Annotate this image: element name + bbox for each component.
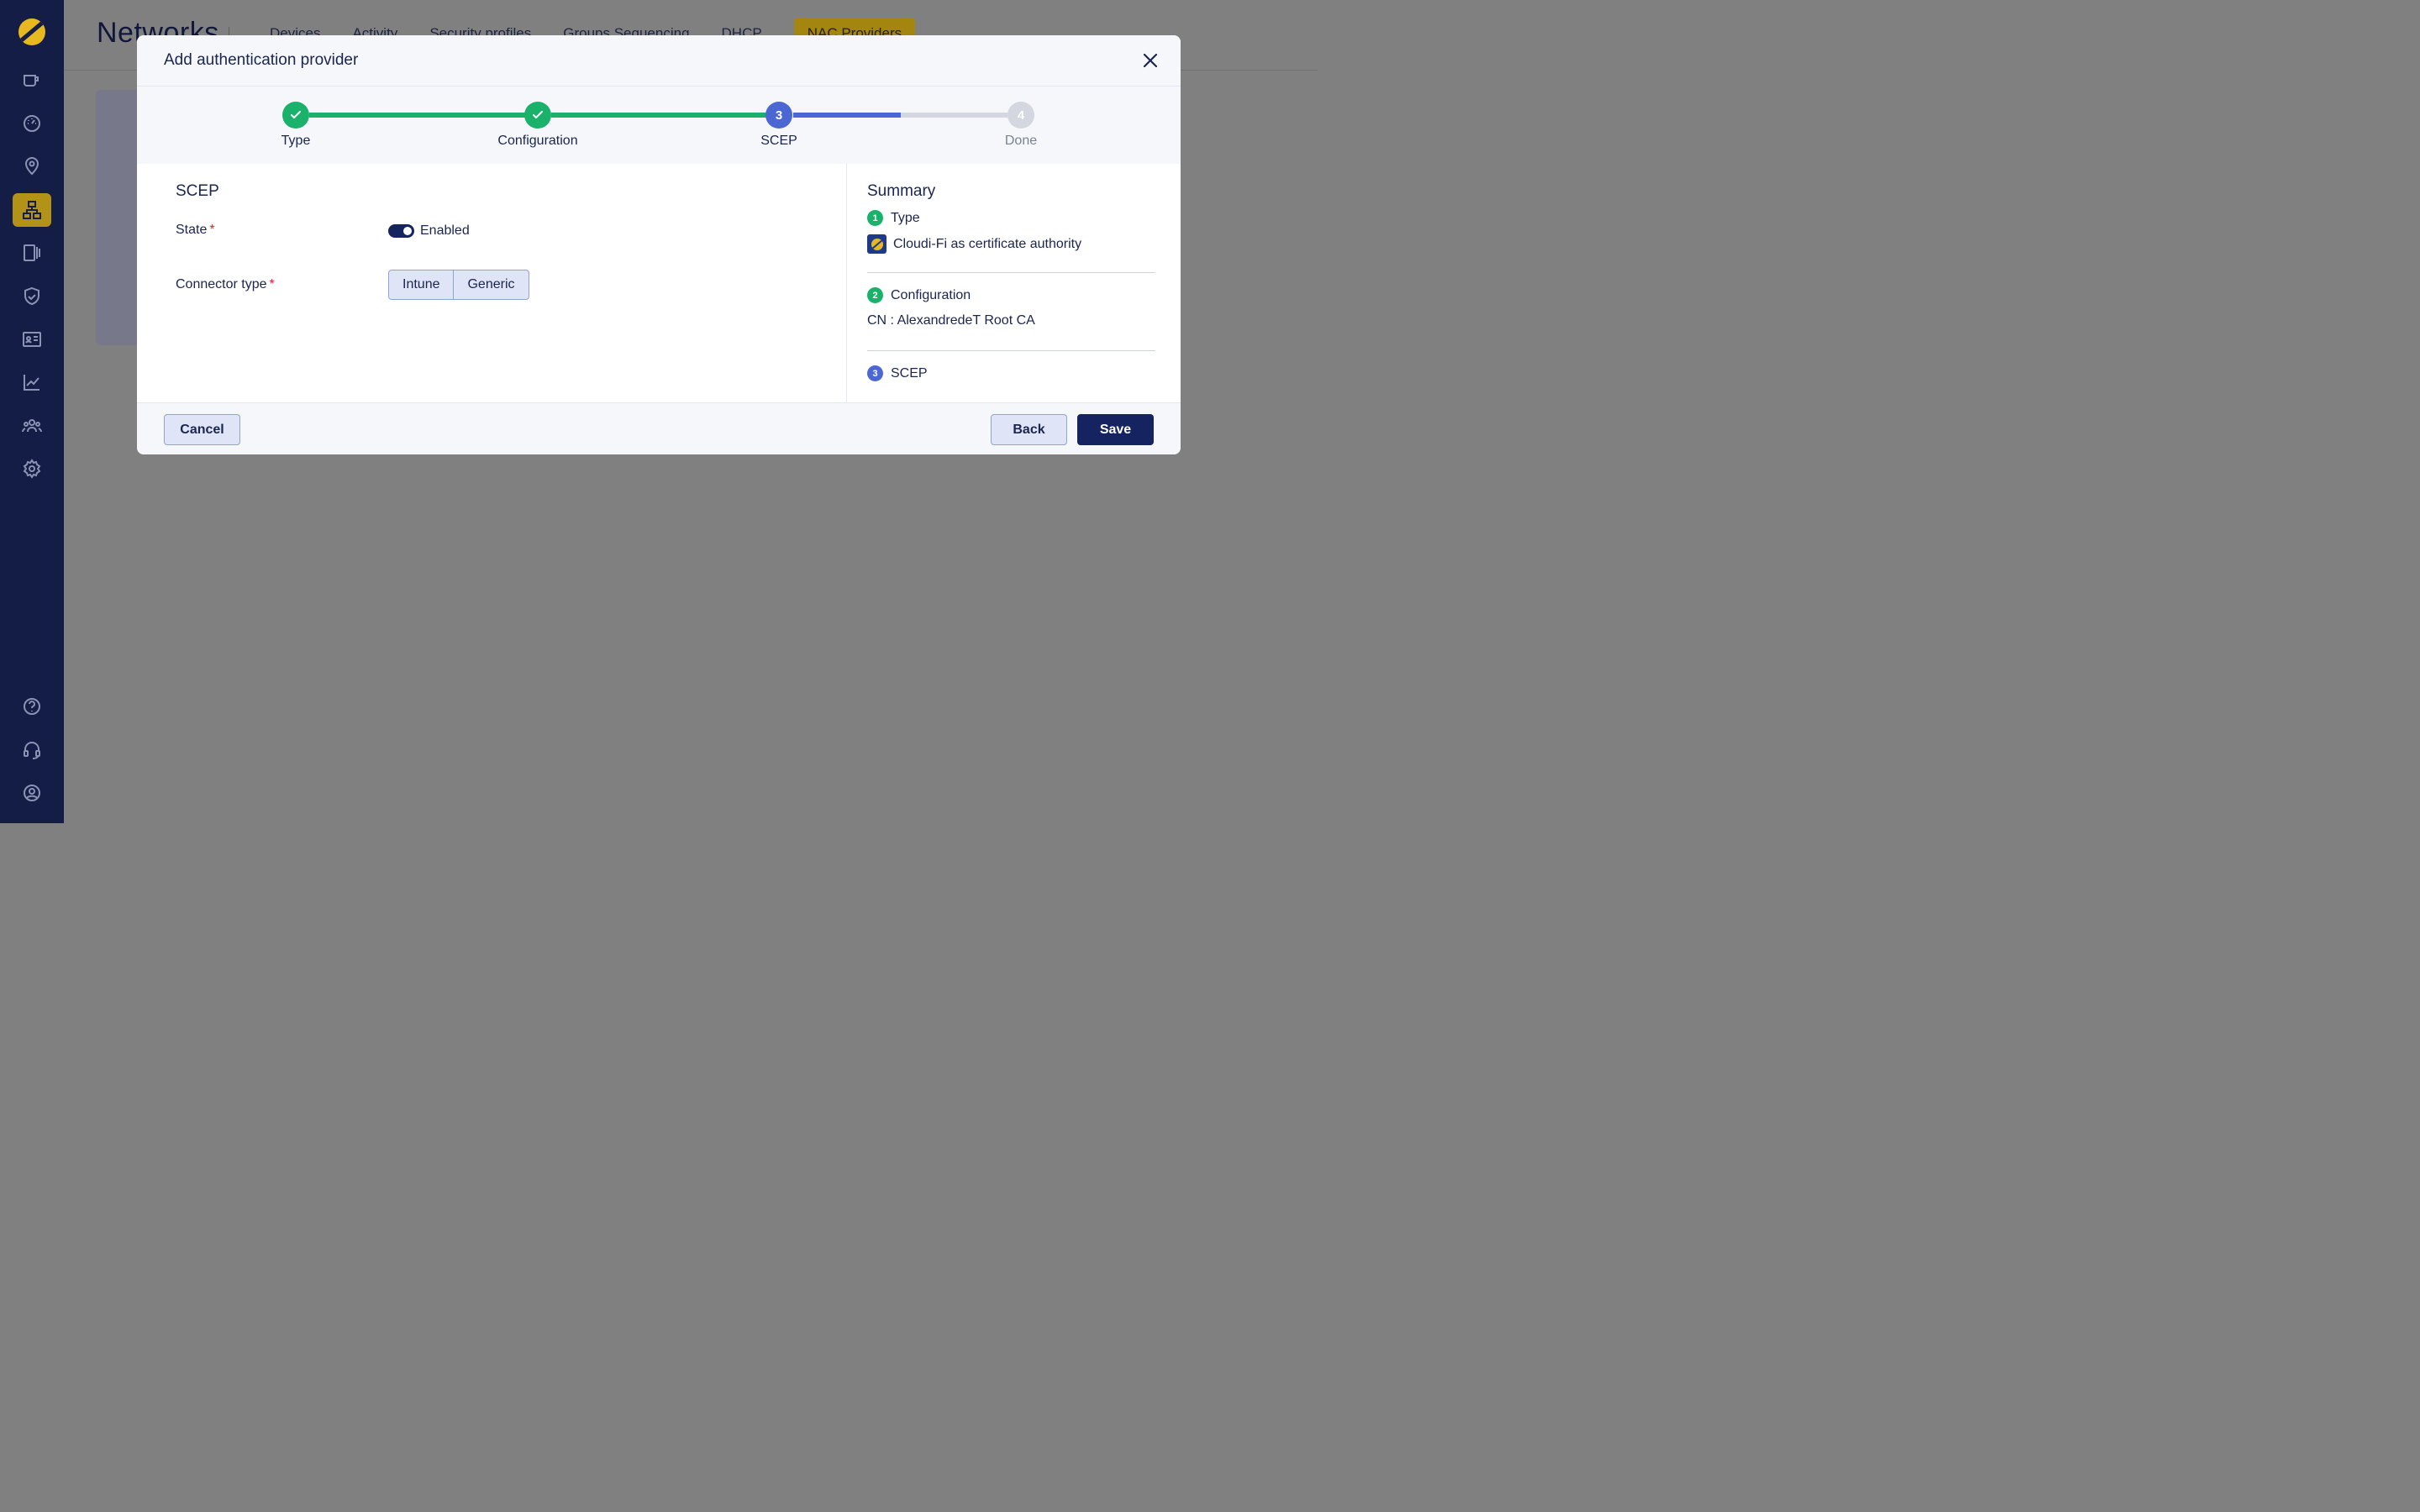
sidebar-item-devices[interactable] [13,236,51,270]
users-icon [22,419,42,433]
summary-step-2: 2 Configuration [867,287,971,303]
step-3-circle: 3 [765,102,792,129]
step-1-label: Type [281,134,311,148]
devices-icon [24,244,40,261]
back-button[interactable]: Back [991,414,1067,445]
required-marker: * [209,223,215,237]
cloudifi-logo[interactable] [18,18,45,45]
sidebar [0,0,64,823]
id-card-icon [23,332,41,347]
user-circle-icon [24,785,40,801]
summary-step-2-label: Configuration [891,287,971,302]
step-connector-1-2 [309,113,526,118]
state-label: State* [176,223,215,238]
connector-type-label-text: Connector type [176,277,267,291]
cloudifi-ca-icon [867,234,886,254]
form-section-title: SCEP [176,182,219,200]
summary-step-1-label: Type [891,210,920,225]
summary-step-2-detail: CN : AlexandredeT Root CA [867,313,1035,328]
connector-option-intune[interactable]: Intune [402,277,440,291]
summary-step-1-detail-text: Cloudi-Fi as certificate authority [893,236,1082,251]
sidebar-item-help[interactable] [13,690,51,723]
save-button[interactable]: Save [1077,414,1154,445]
wizard-stepper: 3 4 Type Configuration SCEP Done [137,87,1181,164]
cancel-button[interactable]: Cancel [164,414,240,445]
step-2-circle [524,102,551,129]
state-value: Enabled [420,223,470,238]
step-connector-3-4-remaining [901,113,1007,118]
step-connector-2-3 [551,113,766,118]
modal-title: Add authentication provider [164,51,359,69]
summary-panel: Summary 1 Type Cloudi-Fi as certificate … [846,164,1181,402]
step-connector-3-4-progress [793,113,901,118]
network-icon [23,201,41,219]
add-provider-modal: Add authentication provider 3 4 Type Con… [137,35,1181,454]
state-label-text: State [176,223,208,237]
dashboard-icon [24,115,40,132]
summary-title: Summary [867,182,936,200]
connector-type-label: Connector type* [176,277,275,292]
summary-step-1-detail: Cloudi-Fi as certificate authority [867,234,1081,254]
close-button[interactable] [1140,50,1160,71]
step-1-circle [282,102,309,129]
help-icon [24,698,40,715]
step-3-label: SCEP [760,134,797,148]
state-toggle[interactable] [388,224,414,238]
close-icon [1143,53,1158,68]
sidebar-item-users[interactable] [13,409,51,443]
summary-divider [867,272,1155,273]
sidebar-item-locations[interactable] [13,150,51,183]
headset-icon [24,742,40,759]
sidebar-item-support[interactable] [13,733,51,767]
sidebar-item-settings[interactable] [13,452,51,486]
step-4-circle: 4 [1007,102,1034,129]
sidebar-item-coffee[interactable] [13,64,51,97]
step-2-label: Configuration [497,134,578,148]
modal-header: Add authentication provider [137,35,1181,87]
sidebar-item-networks[interactable] [13,193,51,227]
summary-step-3: 3 SCEP [867,365,928,381]
modal-footer: Cancel Back Save [137,402,1181,454]
chart-line-icon [24,375,39,391]
summary-divider [867,350,1155,351]
coffee-icon [24,75,39,87]
scep-form: SCEP State* Enabled Connector type* Intu… [137,164,846,402]
sidebar-item-identities[interactable] [13,323,51,356]
summary-step-3-label: SCEP [891,365,928,381]
step-4-label: Done [1004,134,1038,148]
summary-step-1: 1 Type [867,210,920,226]
sidebar-item-account[interactable] [13,776,51,810]
location-pin-icon [24,157,39,176]
summary-step-2-number: 2 [867,287,883,303]
check-icon [533,111,543,119]
sidebar-item-security[interactable] [13,280,51,313]
check-icon [291,111,301,119]
gear-icon [23,459,41,479]
required-marker: * [269,277,275,291]
connector-option-generic[interactable]: Generic [453,270,528,299]
shield-check-icon [24,286,39,306]
summary-step-3-number: 3 [867,365,883,381]
sidebar-item-analytics[interactable] [13,365,51,399]
summary-step-1-number: 1 [867,210,883,226]
sidebar-item-dashboard[interactable] [13,107,51,140]
connector-type-selector: Intune Generic [388,270,529,300]
